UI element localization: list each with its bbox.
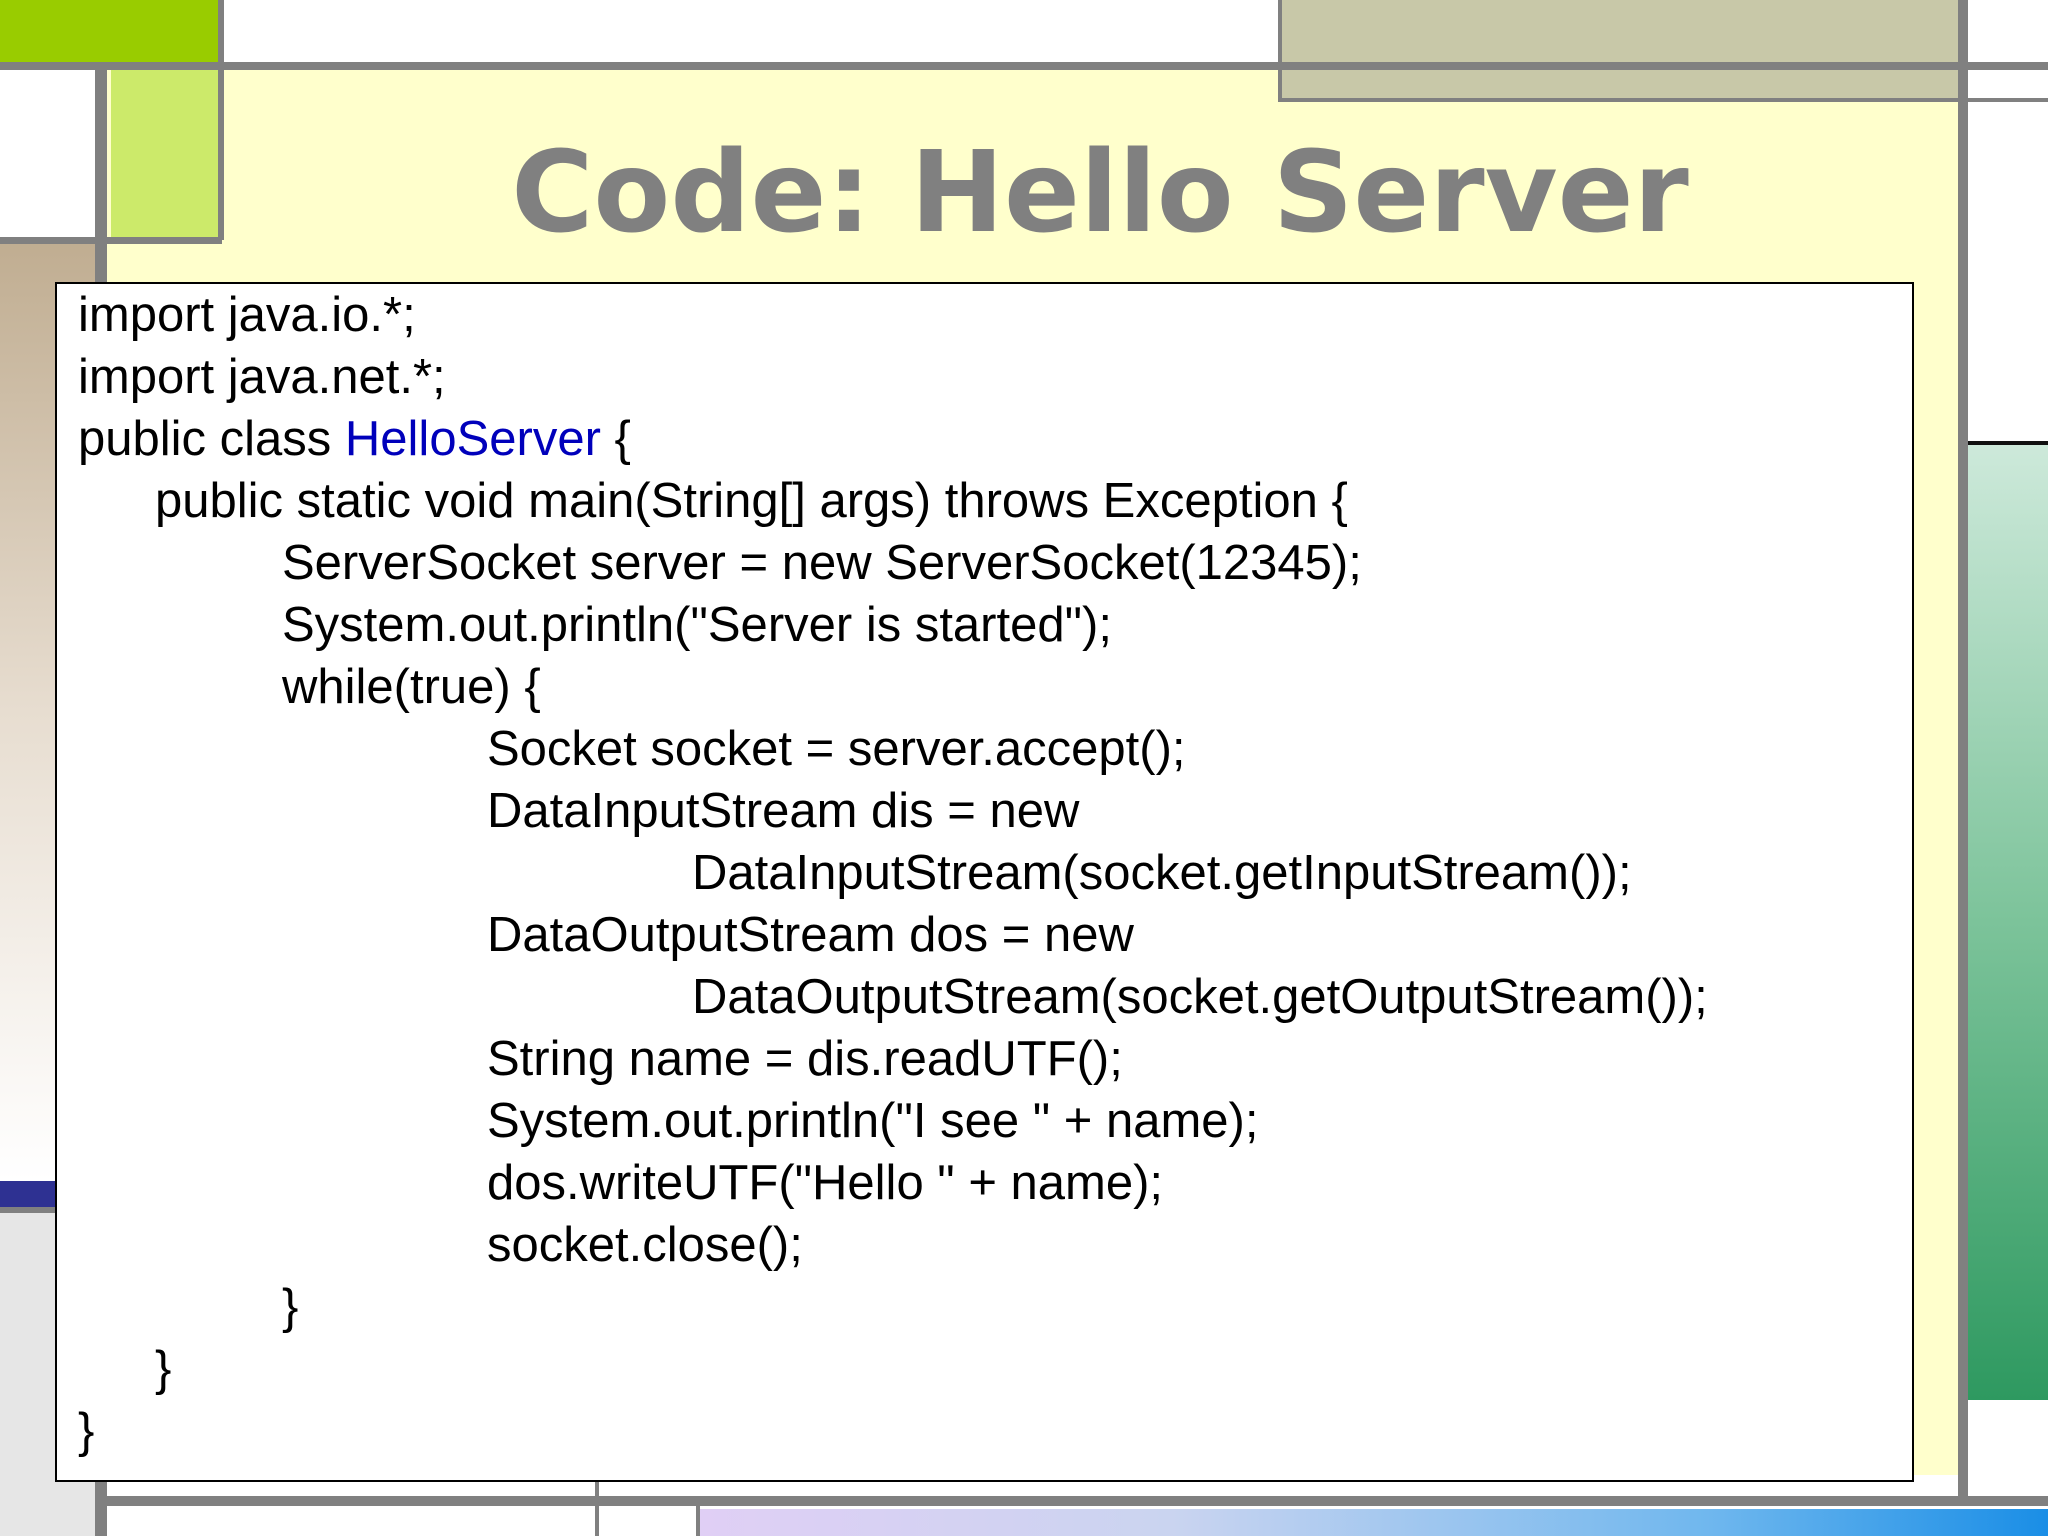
code-line: }	[155, 1342, 172, 1396]
grid-line	[696, 1506, 700, 1536]
grid-line	[218, 0, 224, 240]
code-line: }	[78, 1404, 95, 1458]
bottom-gradient-bar	[700, 1509, 2048, 1536]
code-line: DataInputStream(socket.getInputStream())…	[692, 846, 1632, 900]
grid-line	[0, 62, 2048, 70]
grid-line	[0, 1207, 95, 1213]
code-text: {	[600, 412, 631, 466]
code-line: System.out.println("Server is started");	[282, 598, 1112, 652]
code-line: while(true) {	[282, 660, 541, 714]
grid-line	[95, 1496, 2048, 1506]
code-line: import java.net.*;	[78, 350, 446, 404]
code-line: System.out.println("I see " + name);	[487, 1094, 1259, 1148]
green-accent-block	[0, 0, 222, 66]
light-green-accent-block	[111, 70, 222, 237]
grid-line	[1958, 0, 1968, 1500]
code-line: DataOutputStream dos = new	[487, 908, 1134, 962]
khaki-accent-block	[1280, 0, 1958, 100]
code-line: socket.close();	[487, 1218, 803, 1272]
code-line: ServerSocket server = new ServerSocket(1…	[282, 536, 1362, 590]
grid-line	[1278, 98, 2048, 102]
code-line: dos.writeUTF("Hello " + name);	[487, 1156, 1164, 1210]
class-name: HelloServer	[344, 412, 601, 466]
grid-line	[1278, 0, 1282, 102]
code-line: import java.io.*;	[78, 288, 416, 342]
code-line: public static void main(String[] args) t…	[155, 474, 1348, 528]
slide-title: Code: Hello Server	[511, 128, 1689, 258]
code-line: DataOutputStream(socket.getOutputStream(…	[692, 970, 1708, 1024]
right-divider-line	[1965, 441, 2048, 445]
code-line-class-declaration: public class HelloServer {	[78, 408, 631, 470]
grid-line	[595, 1480, 599, 1536]
code-text: public class	[78, 412, 345, 466]
code-line: String name = dis.readUTF();	[487, 1032, 1123, 1086]
code-line: }	[282, 1280, 299, 1334]
code-line: DataInputStream dis = new	[487, 784, 1080, 838]
code-line: Socket socket = server.accept();	[487, 722, 1186, 776]
right-gradient-strip	[1968, 445, 2048, 1400]
code-block: import java.io.*; import java.net.*; pub…	[55, 282, 1914, 1482]
grid-line	[0, 237, 222, 244]
